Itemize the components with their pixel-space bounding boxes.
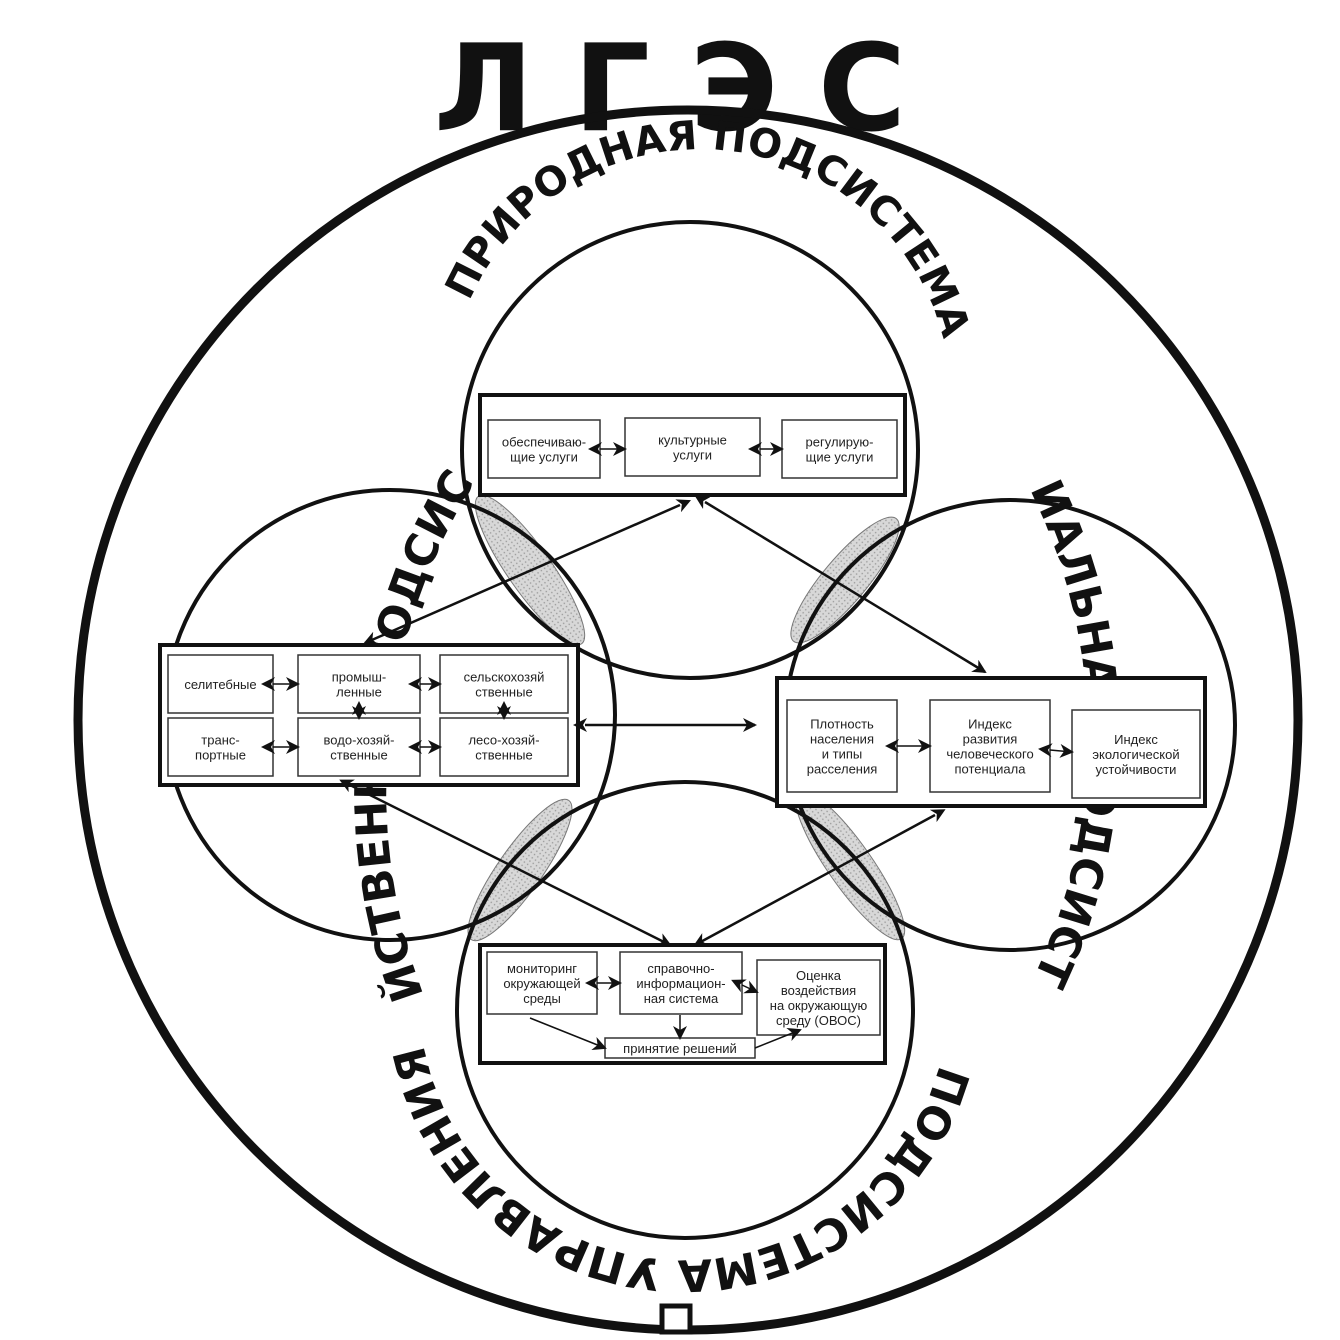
economic-box-1: селитебные (167, 654, 274, 714)
circle-management (455, 780, 915, 1240)
social-box-3-line-3: устойчивости (1096, 762, 1177, 777)
economic-box-1-line-1: селитебные (184, 677, 256, 692)
economic-box-2: промыш-ленные (297, 654, 421, 714)
management-box-2-line-3: ная система (644, 991, 719, 1006)
social-box-1-line-3: и типы (822, 747, 862, 762)
label-management: ПОДСИСТЕМА УПРАВЛЕНИЯ (384, 1042, 978, 1301)
economic-box-2-line-2: ленные (336, 685, 382, 700)
management-box-3-line-1: Оценка (796, 968, 842, 983)
social-box-2-line-4: потенциала (955, 762, 1027, 777)
social-box-2-line-1: Индекс (968, 717, 1012, 732)
social-boxes-link-2 (1038, 743, 1074, 758)
economic-box-5: водо-хозяй-ственные (297, 717, 421, 777)
management-box-3-line-4: среду (ОВОС) (776, 1013, 861, 1028)
management-boxes-link-2 (731, 979, 759, 994)
economic-box-4-line-2: портные (195, 748, 246, 763)
social-box-3-line-1: Индекс (1114, 732, 1158, 747)
natural-box-1-line-2: щие услуги (510, 450, 578, 465)
natural-box-2-line-1: культурные (658, 433, 727, 448)
social-box-2-line-2: развития (963, 732, 1018, 747)
natural-box-1-line-1: обеспечиваю- (502, 435, 586, 450)
management-box-2-line-1: справочно- (647, 961, 714, 976)
connections (339, 495, 987, 947)
management-box-1-line-1: мониторинг (507, 961, 577, 976)
social-box-2-line-3: человеческого (946, 747, 1033, 762)
management-box-3-line-2: воздействия (781, 983, 856, 998)
natural-box-1: обеспечиваю-щие услуги (487, 419, 601, 479)
management-box-1-line-2: окружающей (503, 976, 580, 991)
economic-box-5-line-1: водо-хозяй- (324, 733, 395, 748)
management-box-2: справочно-информацион-ная система (619, 951, 743, 1015)
management-box-1-line-3: среды (523, 991, 561, 1006)
economic-box-3-line-2: ственные (475, 685, 532, 700)
natural-box-2-line-2: услуги (673, 448, 712, 463)
natural-box-3-line-1: регулирую- (806, 435, 874, 450)
economic-box-4: транс-портные (167, 717, 274, 777)
economic-box-6-line-1: лесо-хозяй- (468, 733, 539, 748)
economic-box-4-line-1: транс- (201, 733, 239, 748)
economic-box-6: лесо-хозяй-ственные (439, 717, 569, 777)
social-box-3-line-2: экологической (1092, 747, 1179, 762)
management-box-3-line-3: на окружающую (770, 998, 868, 1013)
social-box-1-line-1: Плотность (810, 717, 874, 732)
management-box-2-line-2: информацион- (636, 976, 725, 991)
natural-box-3-line-2: щие услуги (806, 450, 874, 465)
social-box-1-line-4: расселения (807, 762, 878, 777)
label-economic: ХОЗЯЙСТВЕННАЯ ПОДСИСТЕМА (0, 0, 484, 1009)
economic-box-6-line-2: ственные (475, 748, 532, 763)
overlap-natural-social (790, 516, 900, 644)
natural-box-3: регулирую-щие услуги (781, 419, 898, 479)
economic-box-3-line-1: сельскохозяй (464, 670, 545, 685)
economic-box-2-line-1: промыш- (332, 670, 387, 685)
decision-label: принятие решений (623, 1041, 737, 1056)
circle-natural (460, 220, 920, 680)
bottom-anchor (659, 1303, 693, 1335)
economic-box-5-line-2: ственные (330, 748, 387, 763)
social-box-1-line-2: населения (810, 732, 874, 747)
